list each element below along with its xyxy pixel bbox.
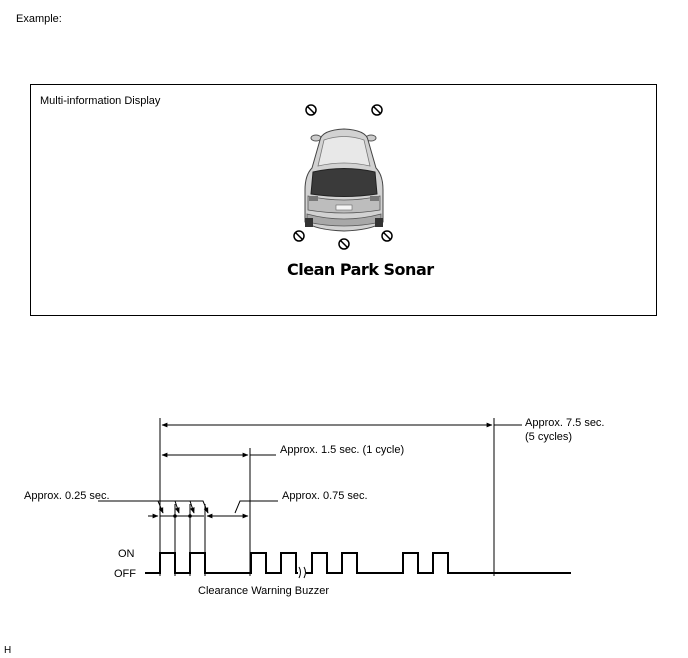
off-state-label: OFF (114, 568, 136, 580)
total-cycles-label: (5 cycles) (525, 431, 573, 443)
tick-dot-2 (188, 514, 192, 518)
buzzer-signal-label: Clearance Warning Buzzer (198, 585, 330, 597)
short-pulse-leader-4 (190, 500, 209, 514)
tick-dot-1 (173, 514, 177, 518)
sensor-front-left-icon (305, 104, 317, 116)
pause-leader (234, 500, 278, 514)
sensor-rear-center-icon (338, 238, 350, 250)
vehicle-icon (304, 128, 384, 232)
on-state-label: ON (118, 548, 135, 560)
clean-park-sonar-message: Clean Park Sonar (287, 260, 434, 279)
total-duration-label: Approx. 7.5 sec. (525, 417, 605, 429)
pause-duration-label: Approx. 0.75 sec. (282, 490, 368, 502)
figure-code: H (4, 645, 12, 656)
buzzer-waveform (145, 552, 571, 574)
cycle-duration-label: Approx. 1.5 sec. (1 cycle) (280, 444, 405, 456)
short-pulse-leader-2 (158, 500, 180, 514)
short-pulse-label: Approx. 0.25 sec. (24, 490, 110, 502)
example-label: Example: (16, 13, 62, 25)
display-title: Multi-information Display (40, 95, 161, 107)
sensor-rear-left-icon (293, 230, 305, 242)
time-break-icon (298, 566, 306, 579)
multi-information-display-frame (30, 84, 657, 316)
short-pulse-leader-3 (175, 500, 195, 514)
sensor-rear-right-icon (381, 230, 393, 242)
sensor-front-right-icon (371, 104, 383, 116)
